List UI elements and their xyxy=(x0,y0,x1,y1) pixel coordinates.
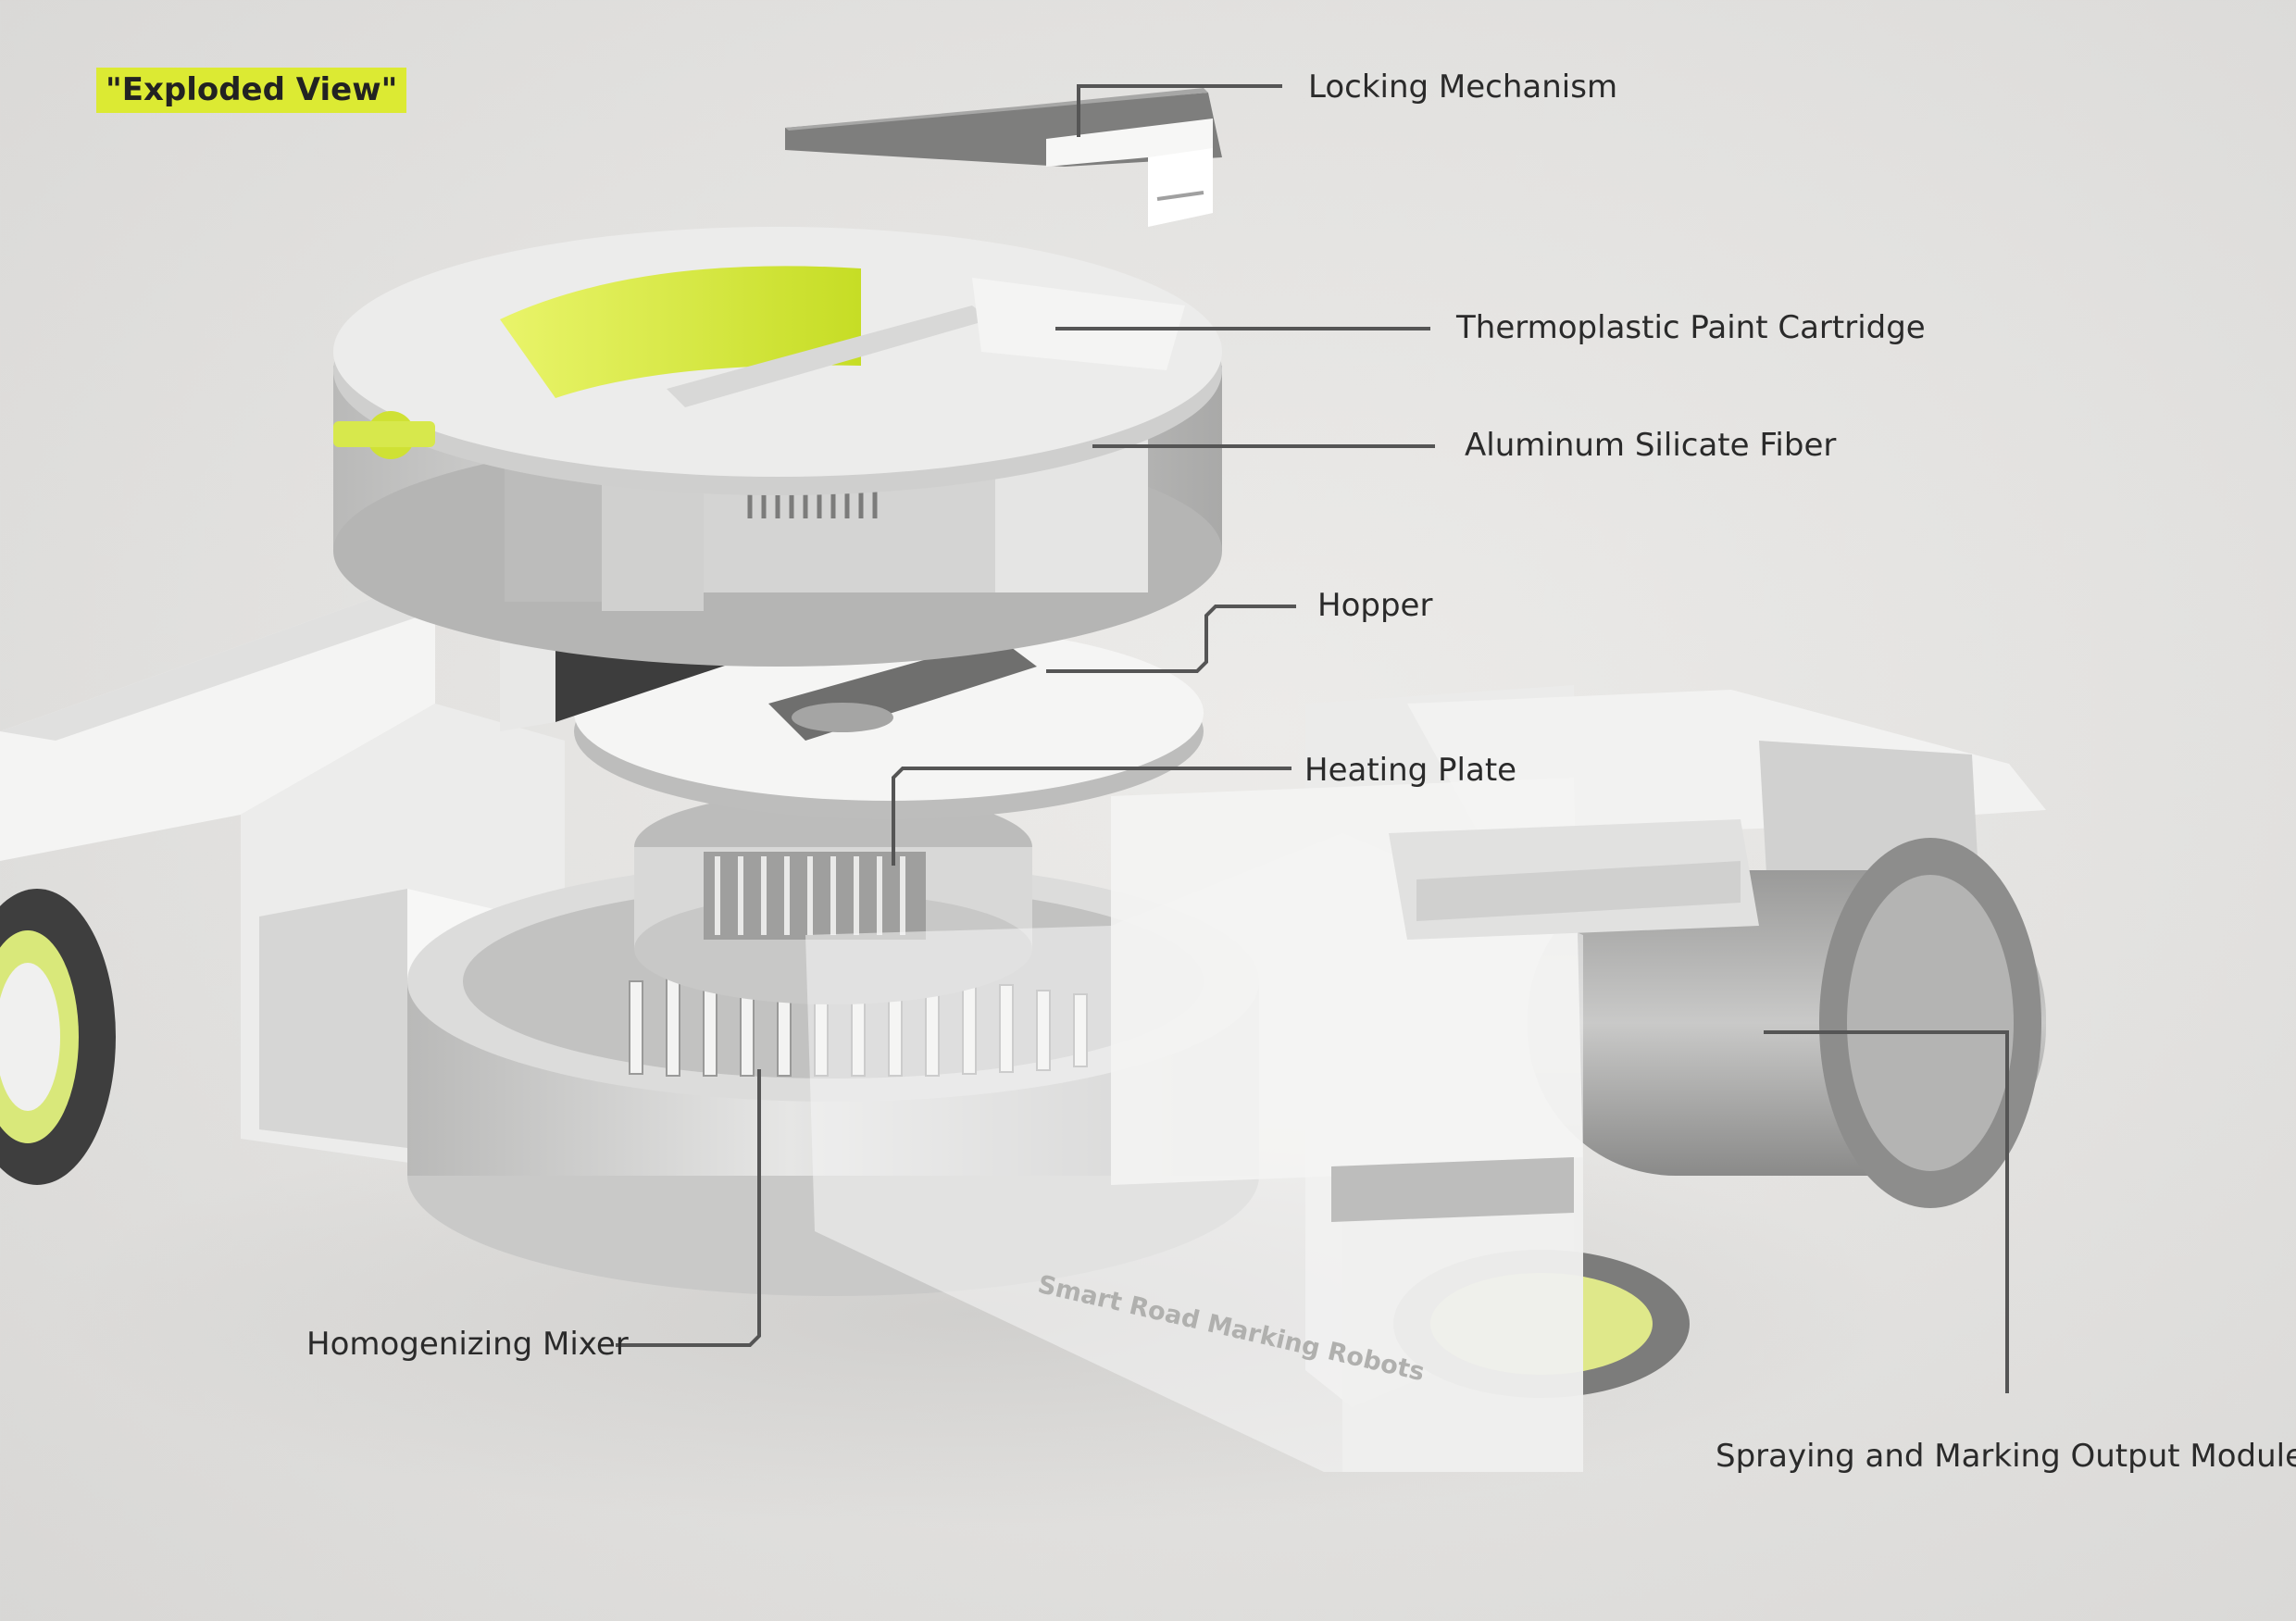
leader-hopper xyxy=(1046,605,1296,673)
label-homogenizing-mixer: Homogenizing Mixer xyxy=(306,1326,629,1363)
label-hopper: Hopper xyxy=(1317,587,1433,624)
chassis-front xyxy=(805,778,1759,1472)
leader-lines xyxy=(616,84,2009,1393)
locking-mechanism xyxy=(785,88,1222,227)
leader-spraying-output-module xyxy=(1764,1030,2009,1393)
label-locking-mechanism: Locking Mechanism xyxy=(1308,69,1618,106)
leader-heating-plate xyxy=(892,767,1292,866)
label-heating-plate: Heating Plate xyxy=(1304,752,1517,789)
label-thermoplastic-paint-cartridge: Thermoplastic Paint Cartridge xyxy=(1456,309,1926,346)
heating-plate-disc xyxy=(574,625,1204,819)
leader-homogenizing-mixer xyxy=(616,1069,761,1347)
left-wheel xyxy=(0,889,116,1185)
cartridge-lid xyxy=(333,227,1222,495)
label-aluminum-silicate-fiber: Aluminum Silicate Fiber xyxy=(1465,427,1837,464)
label-spraying-and-marking-output-module: Spraying and Marking Output Module xyxy=(1716,1438,2296,1475)
leader-locking-mechanism xyxy=(1077,84,1282,137)
page-title: "Exploded View" xyxy=(96,68,407,113)
